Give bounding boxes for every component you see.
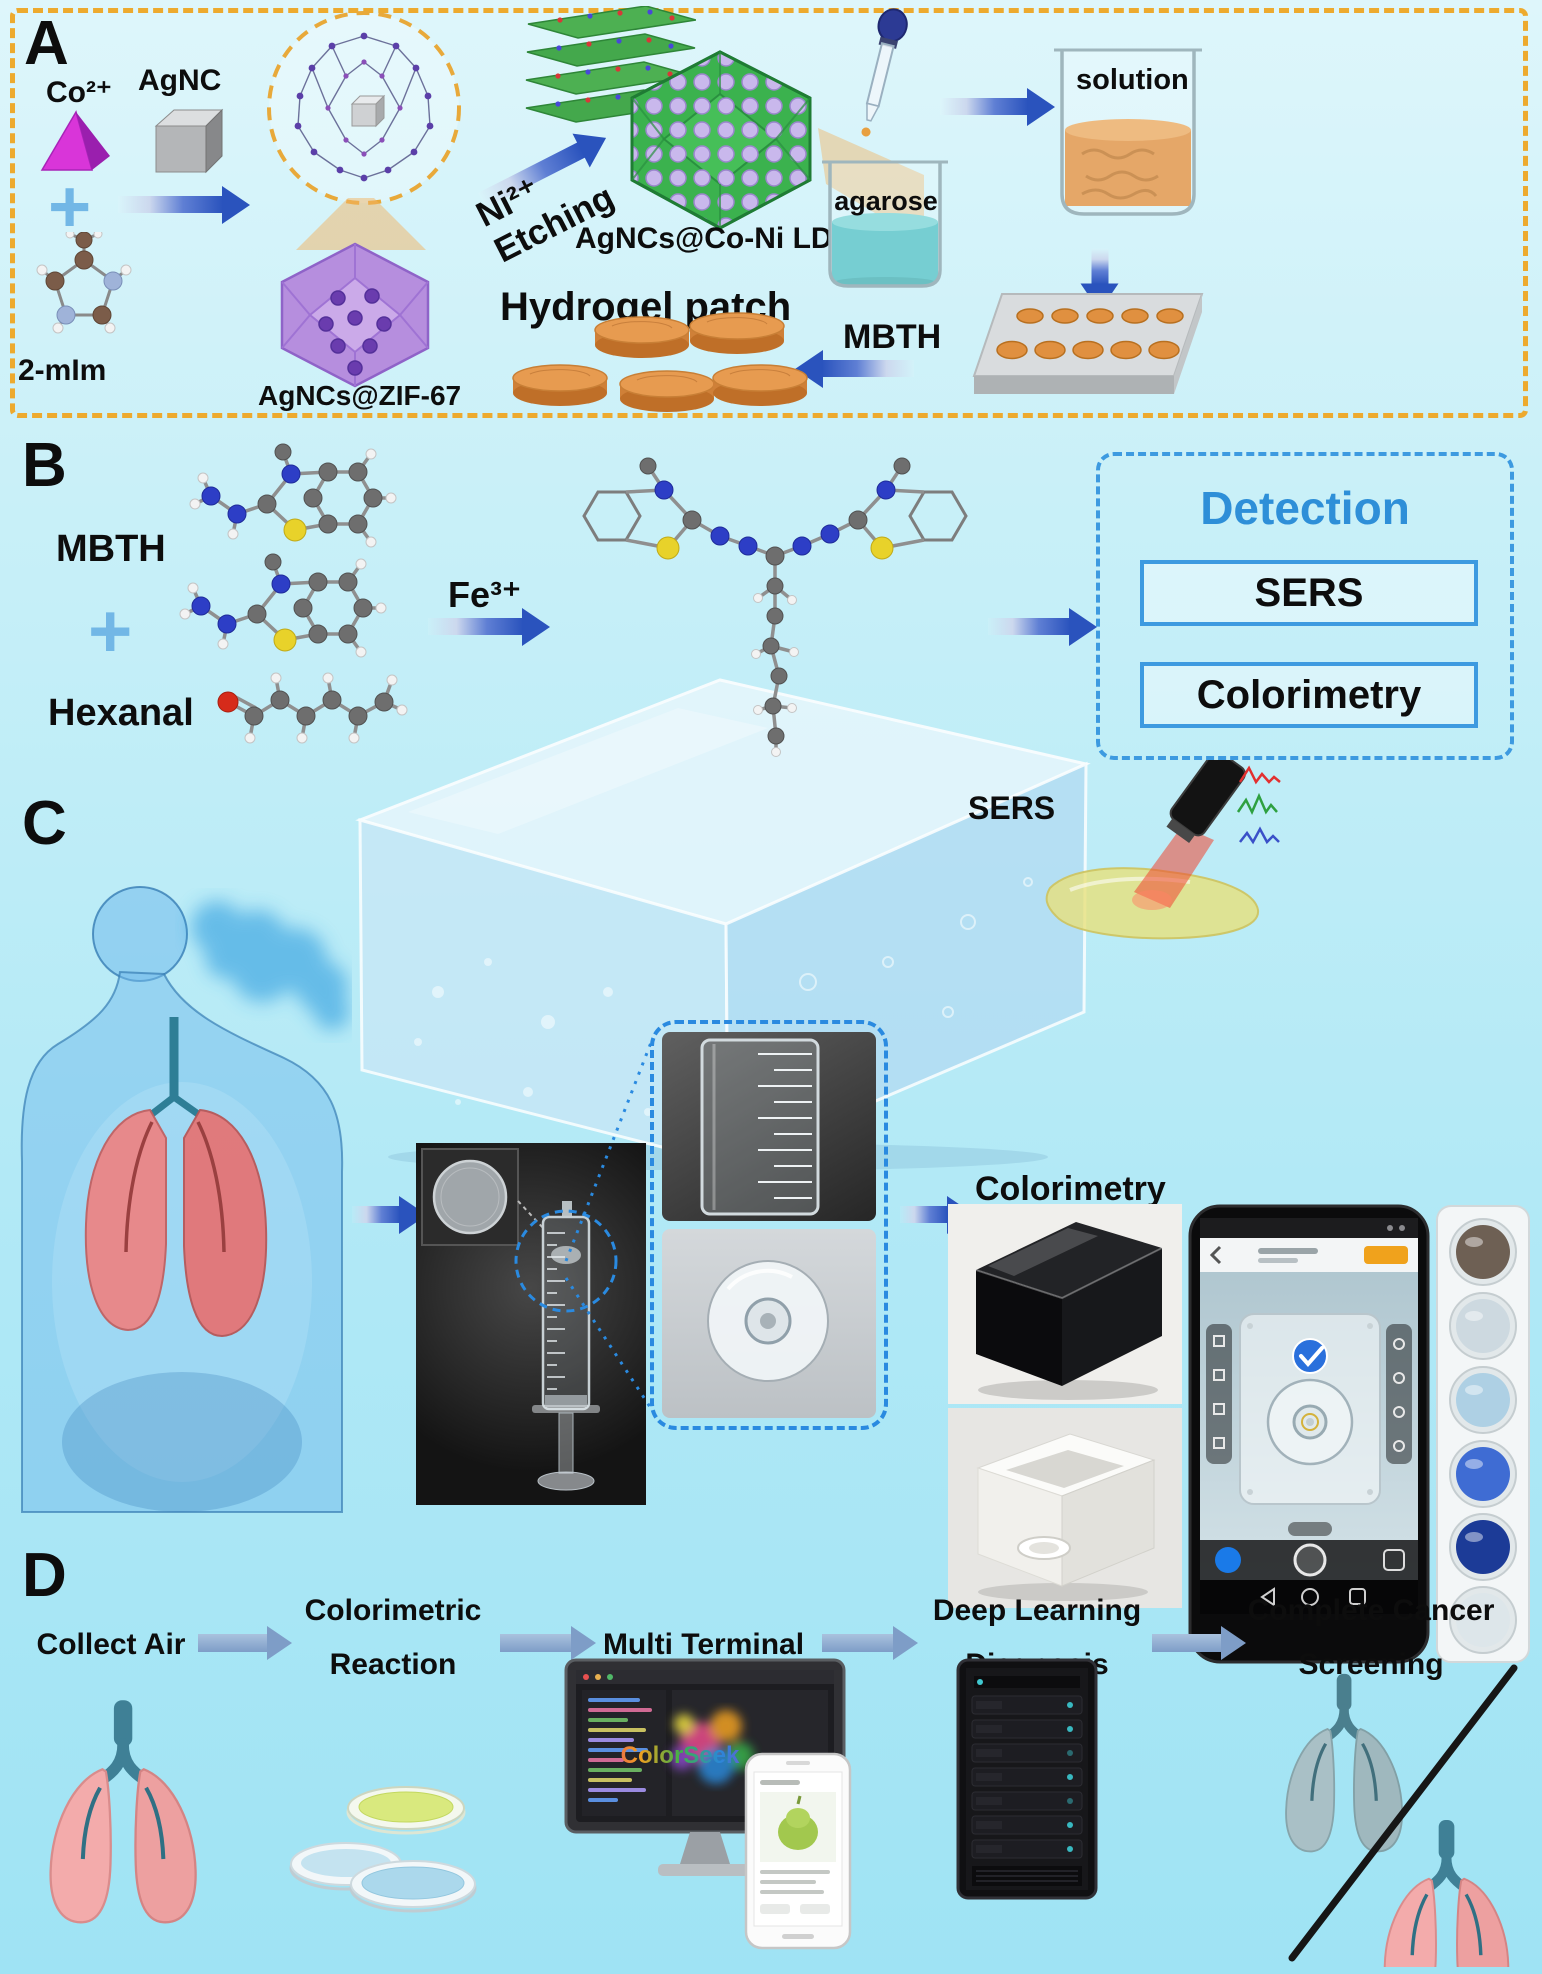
step-line1: Complete Cancer xyxy=(1247,1594,1495,1627)
agarose-beaker xyxy=(822,160,948,288)
flow-arrow-2 xyxy=(500,1634,572,1652)
step-cancer-screening: Complete Cancer Screening xyxy=(1246,1584,1496,1692)
step-line1: Multi Terminal xyxy=(602,1628,805,1661)
ldh-sheets xyxy=(525,6,696,123)
agarose-label: agarose xyxy=(834,186,938,216)
syringe-zoom-box xyxy=(650,1020,888,1430)
step-line2: Reaction xyxy=(329,1648,457,1681)
black-box-photo xyxy=(948,1204,1182,1404)
white-box-photo xyxy=(948,1408,1182,1608)
solution-label: solution xyxy=(1076,64,1189,96)
casting-mold xyxy=(972,293,1204,394)
nav-recent-icon xyxy=(1349,1588,1366,1605)
step-line1: Deep Learning xyxy=(932,1594,1142,1627)
colorseek-logo: ColorSeek xyxy=(600,1742,760,1770)
step-multi-terminal: Multi Terminal xyxy=(596,1628,811,1663)
panel-b-label: B xyxy=(22,431,67,500)
flow-arrow-3 xyxy=(822,1634,894,1652)
human-breath-illustration xyxy=(20,886,350,1513)
shutter-icon xyxy=(1293,1543,1327,1577)
agnc-label: AgNC xyxy=(138,64,222,97)
classification-slash xyxy=(1288,1664,1518,1962)
step-colorimetric-reaction: Colorimetric Reaction xyxy=(298,1584,488,1692)
zif-framework-zoom xyxy=(267,11,461,205)
phone-app-photo xyxy=(1188,1204,1430,1664)
product-molecule xyxy=(582,457,968,757)
arrow-synthesis xyxy=(118,196,223,213)
check-icon xyxy=(1292,1338,1328,1374)
arrow-to-mold xyxy=(1091,248,1109,285)
colorimetric-wells xyxy=(1449,1218,1517,1654)
sers-mode-label: SERS xyxy=(968,790,1056,826)
co-tetrahedron-icon xyxy=(40,110,110,171)
arrow-breath-to-syringe xyxy=(352,1206,400,1223)
nav-back-icon xyxy=(1260,1587,1275,1607)
flow-arrow-1 xyxy=(198,1634,268,1652)
flow-arrow-4 xyxy=(1152,1634,1222,1652)
zoom-connector-lines xyxy=(564,1039,654,1411)
step-line1: Colorimetric xyxy=(304,1594,482,1627)
panel-a-frame xyxy=(10,8,1528,418)
agnc-cube-icon xyxy=(154,108,224,174)
detection-title: Detection xyxy=(1200,482,1410,534)
right-lung xyxy=(183,1108,268,1338)
step-line2: Screening xyxy=(1298,1648,1444,1681)
mim-label: 2-mIm xyxy=(18,354,107,387)
mbth-molecule-2 xyxy=(179,553,387,658)
mbth-step-label: MBTH xyxy=(843,318,942,356)
petri-dishes-icon xyxy=(289,1786,477,1913)
solution-beaker xyxy=(1054,48,1202,216)
fe-catalyst-label: Fe³⁺ xyxy=(448,574,522,615)
lungs-positive-icon xyxy=(1383,1819,1510,1967)
zoom-photo-syringe xyxy=(662,1032,876,1221)
plus-sign-b: + xyxy=(88,589,133,674)
dropper-icon xyxy=(861,8,908,137)
zif-product-label: AgNCs@ZIF-67 xyxy=(258,380,462,411)
arrow-to-solution xyxy=(940,98,1028,115)
lungs-icon xyxy=(49,1700,197,1924)
raman-probe-icon xyxy=(1166,760,1246,844)
mim-molecule xyxy=(36,232,132,334)
mbth-molecule-1 xyxy=(189,443,397,548)
step-collect-air: Collect Air xyxy=(26,1628,196,1663)
hexanal-molecule xyxy=(217,672,408,744)
hydrogel-disks xyxy=(512,312,808,412)
arrow-fe-reaction xyxy=(428,618,523,635)
detection-box: Detection SERS Colorimetry xyxy=(1096,452,1514,760)
breath-mist xyxy=(191,901,350,1030)
nav-home-icon xyxy=(1301,1588,1319,1606)
mbth-reagent-label: MBTH xyxy=(56,528,166,570)
detection-option-colorimetry: Colorimetry xyxy=(1140,662,1478,728)
co-ion-label: Co²⁺ xyxy=(46,76,112,109)
arrow-to-colorimetry xyxy=(900,1206,948,1223)
panel-a-label: A xyxy=(24,9,69,78)
arrow-mbth-left xyxy=(822,360,914,377)
zif-polyhedron xyxy=(280,242,430,388)
panel-c-label: C xyxy=(22,789,67,858)
well-strip-photo xyxy=(1434,1204,1532,1664)
colorimetry-mode-label: Colorimetry xyxy=(975,1170,1166,1208)
panel-d-label: D xyxy=(22,1541,67,1610)
step-line1: Collect Air xyxy=(36,1628,186,1661)
detection-option-sers: SERS xyxy=(1140,560,1478,626)
ldh-polyhedron xyxy=(630,50,812,230)
zoom-photo-patch xyxy=(662,1229,876,1418)
lungs-negative-icon xyxy=(1285,1673,1403,1853)
ldh-product-label: AgNCs@Co-Ni LDH xyxy=(575,222,855,255)
pour-funnel xyxy=(296,198,426,250)
spectra-icon xyxy=(1236,765,1281,845)
camera-icon xyxy=(1215,1547,1241,1573)
arrow-to-detection xyxy=(988,618,1070,635)
diagnosis-lungs-icon xyxy=(1285,1664,1518,1967)
syringe-photo xyxy=(416,1143,646,1505)
hexanal-label: Hexanal xyxy=(48,692,194,734)
sers-probe-scene xyxy=(1045,760,1281,940)
mobile-app-icon xyxy=(744,1752,852,1950)
server-tower-icon xyxy=(956,1658,1098,1900)
